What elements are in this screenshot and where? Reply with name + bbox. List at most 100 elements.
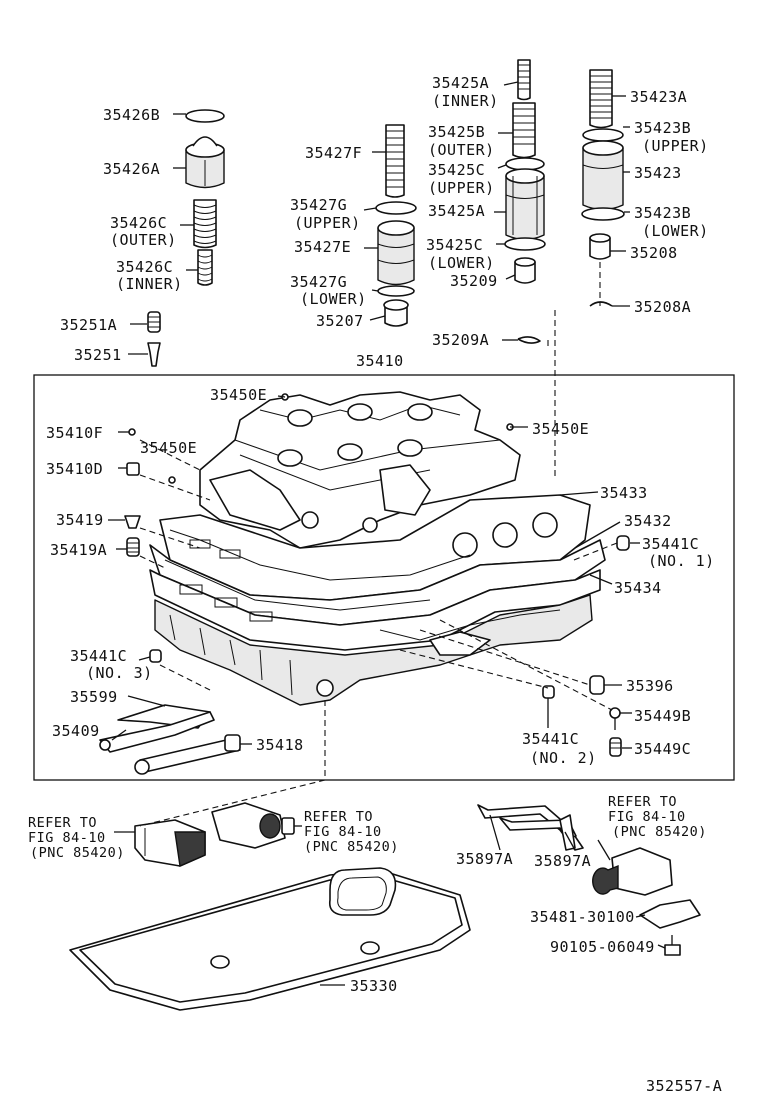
label-35427G-lower-note: (LOWER): [300, 290, 367, 308]
leader-lines: [108, 81, 666, 986]
label-35208: 35208: [630, 244, 678, 262]
label-35251: 35251: [74, 346, 122, 364]
piston-35423: [582, 140, 624, 211]
label-35426A: 35426A: [103, 160, 160, 178]
label-35427G-upper-note: (UPPER): [294, 214, 361, 232]
manual-valve-35418: [134, 734, 241, 775]
pipe-35897A-b: [499, 814, 577, 851]
label-35441C-no2: 35441C: [522, 730, 579, 748]
spring-35251A: [147, 311, 161, 333]
label-35425C-upper-note: (UPPER): [428, 179, 495, 197]
sleeve-35396: [589, 675, 605, 695]
oil-strainer-35330: [69, 867, 471, 1011]
label-35599: 35599: [70, 688, 118, 706]
valve-body-lower: [154, 594, 593, 706]
label-35426C-outer: 35426C: [110, 214, 167, 232]
spring-35426C-inner: [197, 249, 213, 286]
label-refer-3-b: FIG 84-10: [608, 809, 686, 825]
label-35427F: 35427F: [305, 144, 362, 162]
label-35426C-inner-note: (INNER): [116, 275, 183, 293]
plug-35209: [514, 257, 536, 284]
label-35425C-upper: 35425C: [428, 161, 485, 179]
label-35423B-upper: 35423B: [634, 119, 691, 137]
label-35427E: 35427E: [294, 238, 351, 256]
label-35450E-left: 35450E: [140, 439, 197, 457]
label-35434: 35434: [614, 579, 662, 597]
label-refer-2-c: (PNC 85420): [304, 839, 399, 855]
label-35441C-no1-note: (NO. 1): [648, 552, 715, 570]
piston-35427E: [377, 220, 415, 286]
label-35425B-note: (OUTER): [428, 141, 495, 159]
label-35410: 35410: [356, 352, 404, 370]
label-35207: 35207: [316, 312, 364, 330]
label-35396: 35396: [626, 677, 674, 695]
label-35423A: 35423A: [630, 88, 687, 106]
label-35425C-lower: 35425C: [426, 236, 483, 254]
spring-35425B-outer: [512, 102, 536, 159]
assembly-box-35410: [33, 374, 735, 781]
diagram-id: 352557-A: [646, 1077, 722, 1095]
valve-35419: [124, 515, 141, 529]
solenoid-right: [592, 847, 673, 896]
label-35897A-a: 35897A: [456, 850, 513, 868]
label-35450E-top: 35450E: [210, 386, 267, 404]
spring-35423A: [589, 69, 613, 129]
ball-35441C-no1: [616, 535, 630, 551]
label-35450E-right: 35450E: [532, 420, 589, 438]
label-35330: 35330: [350, 977, 398, 995]
label-35441C-no3: 35441C: [70, 647, 127, 665]
solenoid-left: [134, 819, 206, 868]
o-ring-35427G-upper: [375, 201, 417, 215]
spring-35426C-outer: [193, 199, 217, 249]
label-35423B-lower-note: (LOWER): [642, 222, 709, 240]
o-ring-35427G-lower: [377, 285, 415, 297]
o-ring-35423B-lower: [581, 207, 625, 221]
label-35423: 35423: [634, 164, 682, 182]
ring-35209A: [517, 336, 541, 344]
pin-35410F: [128, 428, 136, 436]
label-35426B: 35426B: [103, 106, 160, 124]
lever-35409: [99, 711, 215, 753]
ball-35441C-no3: [149, 649, 162, 663]
valve-body-upper: [199, 391, 521, 549]
label-35425A-inner: 35425A: [432, 74, 489, 92]
label-refer-1-a: REFER TO: [28, 815, 97, 831]
o-ring-35426B: [185, 109, 225, 123]
label-35426C-outer-note: (OUTER): [110, 231, 177, 249]
label-35425A: 35425A: [428, 202, 485, 220]
plug-35207: [383, 299, 409, 327]
label-35441C-no3-note: (NO. 3): [86, 664, 153, 682]
label-35425B: 35425B: [428, 123, 485, 141]
label-35432: 35432: [624, 512, 672, 530]
bolt-90105-06049: [664, 935, 681, 956]
callout-labels: 35426B 35426A 35426C (OUTER) 35426C (INN…: [28, 74, 722, 1095]
label-35423B-upper-note: (UPPER): [642, 137, 709, 155]
o-ring-35423B-upper: [582, 128, 624, 142]
label-35427G-lower: 35427G: [290, 273, 347, 291]
clamp-35481-30100: [639, 899, 701, 929]
label-refer-1-c: (PNC 85420): [30, 845, 125, 861]
label-35897A-b: 35897A: [534, 852, 591, 870]
label-35409: 35409: [52, 722, 100, 740]
pipe-35897A-a: [477, 804, 584, 851]
label-35410F: 35410F: [46, 424, 103, 442]
solenoid-center: [211, 802, 295, 849]
dashed-guides: [139, 262, 618, 827]
label-35425C-lower-note: (LOWER): [428, 254, 495, 272]
label-35426C-inner: 35426C: [116, 258, 173, 276]
plug-35208: [589, 233, 611, 260]
ring-35208A: [589, 301, 613, 307]
spring-35425A-inner: [517, 59, 531, 101]
spring-35449C: [609, 737, 622, 757]
label-35208A: 35208A: [634, 298, 691, 316]
pin-35251: [147, 342, 161, 367]
o-ring-35425C-lower: [504, 237, 546, 251]
label-35419A: 35419A: [50, 541, 107, 559]
label-35423B-lower: 35423B: [634, 204, 691, 222]
piston-35425A: [505, 168, 545, 241]
label-35433: 35433: [600, 484, 648, 502]
label-35441C-no1: 35441C: [642, 535, 699, 553]
label-refer-2-a: REFER TO: [304, 809, 373, 825]
